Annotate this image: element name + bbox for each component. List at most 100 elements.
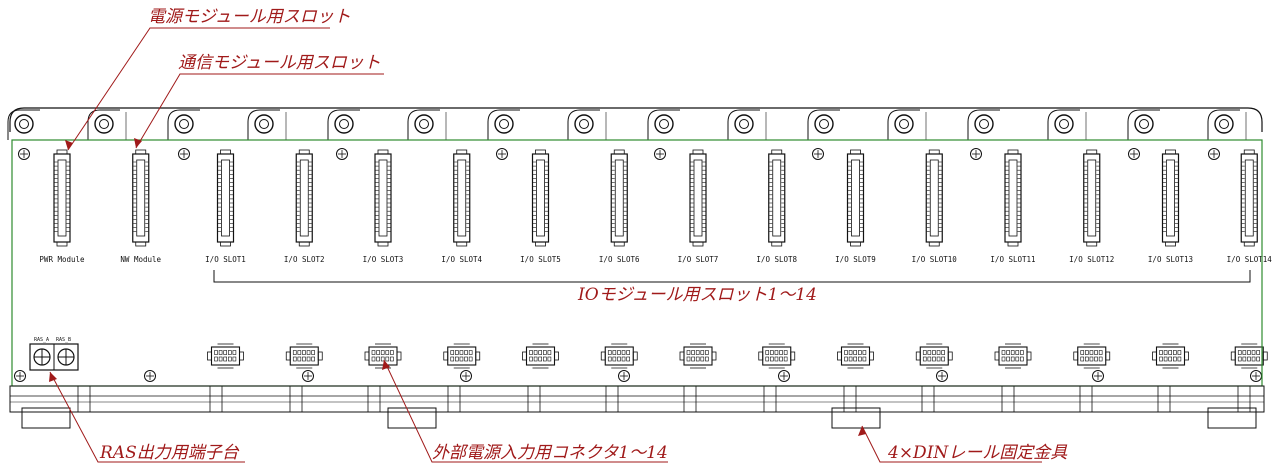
- io-slot-12: I/O SLOT12: [1069, 149, 1114, 264]
- io-slot-1: I/O SLOT1: [205, 149, 246, 264]
- slot-label: PWR Module: [39, 255, 85, 264]
- callout-comm-slot: 通信モジュール用スロット: [178, 53, 381, 73]
- din-bracket: [1207, 407, 1257, 429]
- ext-power-connector: [443, 343, 481, 369]
- rail-divider: [1001, 385, 1015, 413]
- rail-divider: [921, 385, 935, 413]
- rail-divider: [527, 385, 541, 413]
- callout-ras-terminal: RAS出力用端子台: [99, 443, 240, 463]
- mount-boss-icon: [407, 109, 447, 140]
- callout-din-rail-brackets: 4×DINレール固定金具: [887, 443, 1068, 463]
- screw-icon: [1208, 148, 1220, 160]
- slot-label: I/O SLOT2: [284, 255, 325, 264]
- callout-power-slot: 電源モジュール用スロット: [148, 7, 351, 27]
- callout-io-slots: IOモジュール用スロット1～14: [577, 285, 817, 305]
- slot-label: I/O SLOT10: [912, 255, 958, 264]
- slot-label: I/O SLOT1: [205, 255, 246, 264]
- backplane-components: PWR Module NW Module I/O SLOT1 I/O SLOT2 I/O…: [7, 109, 1272, 413]
- ras-a-label: RAS_A: [34, 337, 49, 343]
- slot-label: I/O SLOT4: [441, 255, 482, 264]
- mount-boss-icon: [1127, 109, 1160, 140]
- ext-power-connector: [758, 343, 796, 369]
- rail-divider: [1079, 385, 1093, 413]
- mount-boss-icon: [327, 109, 360, 140]
- rail-divider: [605, 385, 619, 413]
- mount-boss-icon: [807, 109, 840, 140]
- slot-label: I/O SLOT5: [520, 255, 561, 264]
- io-slot-5: I/O SLOT5: [520, 149, 561, 264]
- screw-icon: [496, 148, 508, 160]
- rail-divider: [367, 385, 381, 413]
- callouts: 電源モジュール用スロット 通信モジュール用スロット IOモジュール用スロット1～…: [99, 7, 1068, 463]
- ras-b-label: RAS_B: [56, 337, 71, 343]
- io-slot-8: I/O SLOT8: [756, 149, 798, 264]
- io-slot-14: I/O SLOT14: [1227, 149, 1272, 264]
- screw-icon: [460, 370, 472, 382]
- backplane-body: [9, 107, 1265, 413]
- slot-label: I/O SLOT13: [1148, 255, 1193, 264]
- ext-power-connector: [364, 343, 402, 369]
- rail-divider: [1157, 385, 1171, 413]
- ext-power-connector: [600, 343, 638, 369]
- mount-boss-icon: [87, 109, 127, 140]
- slot-label: I/O SLOT7: [678, 255, 719, 264]
- pwr-module-slot: PWR Module: [39, 149, 85, 264]
- mount-boss-icon: [727, 109, 767, 140]
- mount-boss-icon: [967, 109, 1000, 140]
- slot-label: I/O SLOT3: [363, 255, 404, 264]
- bottom-rail-frame: [9, 385, 1265, 413]
- rail-divider: [683, 385, 697, 413]
- slot-label: NW Module: [120, 255, 161, 264]
- rail-divider: [209, 385, 223, 413]
- screw-icon: [178, 148, 190, 160]
- mount-boss-icon: [247, 109, 287, 140]
- screw-icon: [970, 148, 982, 160]
- io-slot-4: I/O SLOT4: [441, 149, 483, 264]
- rail-divider: [289, 385, 303, 413]
- io-slot-13: I/O SLOT13: [1148, 149, 1193, 264]
- din-bracket: [831, 407, 881, 429]
- mount-boss-icon: [647, 109, 680, 140]
- screw-icon: [778, 370, 790, 382]
- mount-boss-icon: [487, 109, 520, 140]
- mount-boss-icon: [567, 109, 607, 140]
- din-bracket: [21, 407, 71, 429]
- ext-power-connector: [994, 343, 1032, 369]
- slot-label: I/O SLOT9: [835, 255, 876, 264]
- nw-module-slot: NW Module: [120, 149, 162, 264]
- slot-label: I/O SLOT8: [756, 255, 797, 264]
- rail-divider: [447, 385, 461, 413]
- mount-boss-icon: [1047, 109, 1087, 140]
- din-rail-brackets: [21, 407, 1257, 429]
- callout-ext-power-connectors: 外部電源入力用コネクタ1～14: [432, 443, 668, 463]
- slot-label: I/O SLOT11: [990, 255, 1035, 264]
- ras-a-screw-icon: [33, 348, 51, 366]
- ext-power-connector: [285, 343, 323, 369]
- screw-icon: [618, 370, 630, 382]
- rail-divider: [763, 385, 777, 413]
- io-slot-3: I/O SLOT3: [363, 149, 404, 264]
- screw-icon: [1250, 370, 1262, 382]
- slot-label: I/O SLOT12: [1069, 255, 1114, 264]
- screw-icon: [1128, 148, 1140, 160]
- mount-boss-icon: [7, 109, 40, 140]
- rail-divider: [77, 385, 91, 413]
- io-slot-6: I/O SLOT6: [599, 149, 640, 264]
- screw-icon: [336, 148, 348, 160]
- din-bracket: [387, 407, 437, 429]
- screw-icon: [936, 370, 948, 382]
- slot-label: I/O SLOT6: [599, 255, 640, 264]
- ext-power-connector: [1230, 343, 1268, 369]
- io-slot-10: I/O SLOT10: [912, 149, 958, 264]
- screw-icon: [812, 148, 824, 160]
- callout-leaders: [49, 27, 1042, 463]
- ras-b-screw-icon: [57, 348, 75, 366]
- io-slot-2: I/O SLOT2: [284, 149, 325, 264]
- io-slots-bracket: [213, 270, 1251, 283]
- screw-icon: [144, 370, 156, 382]
- ext-power-connector: [915, 343, 953, 369]
- screw-icon: [1092, 370, 1104, 382]
- io-slot-11: I/O SLOT11: [990, 149, 1036, 264]
